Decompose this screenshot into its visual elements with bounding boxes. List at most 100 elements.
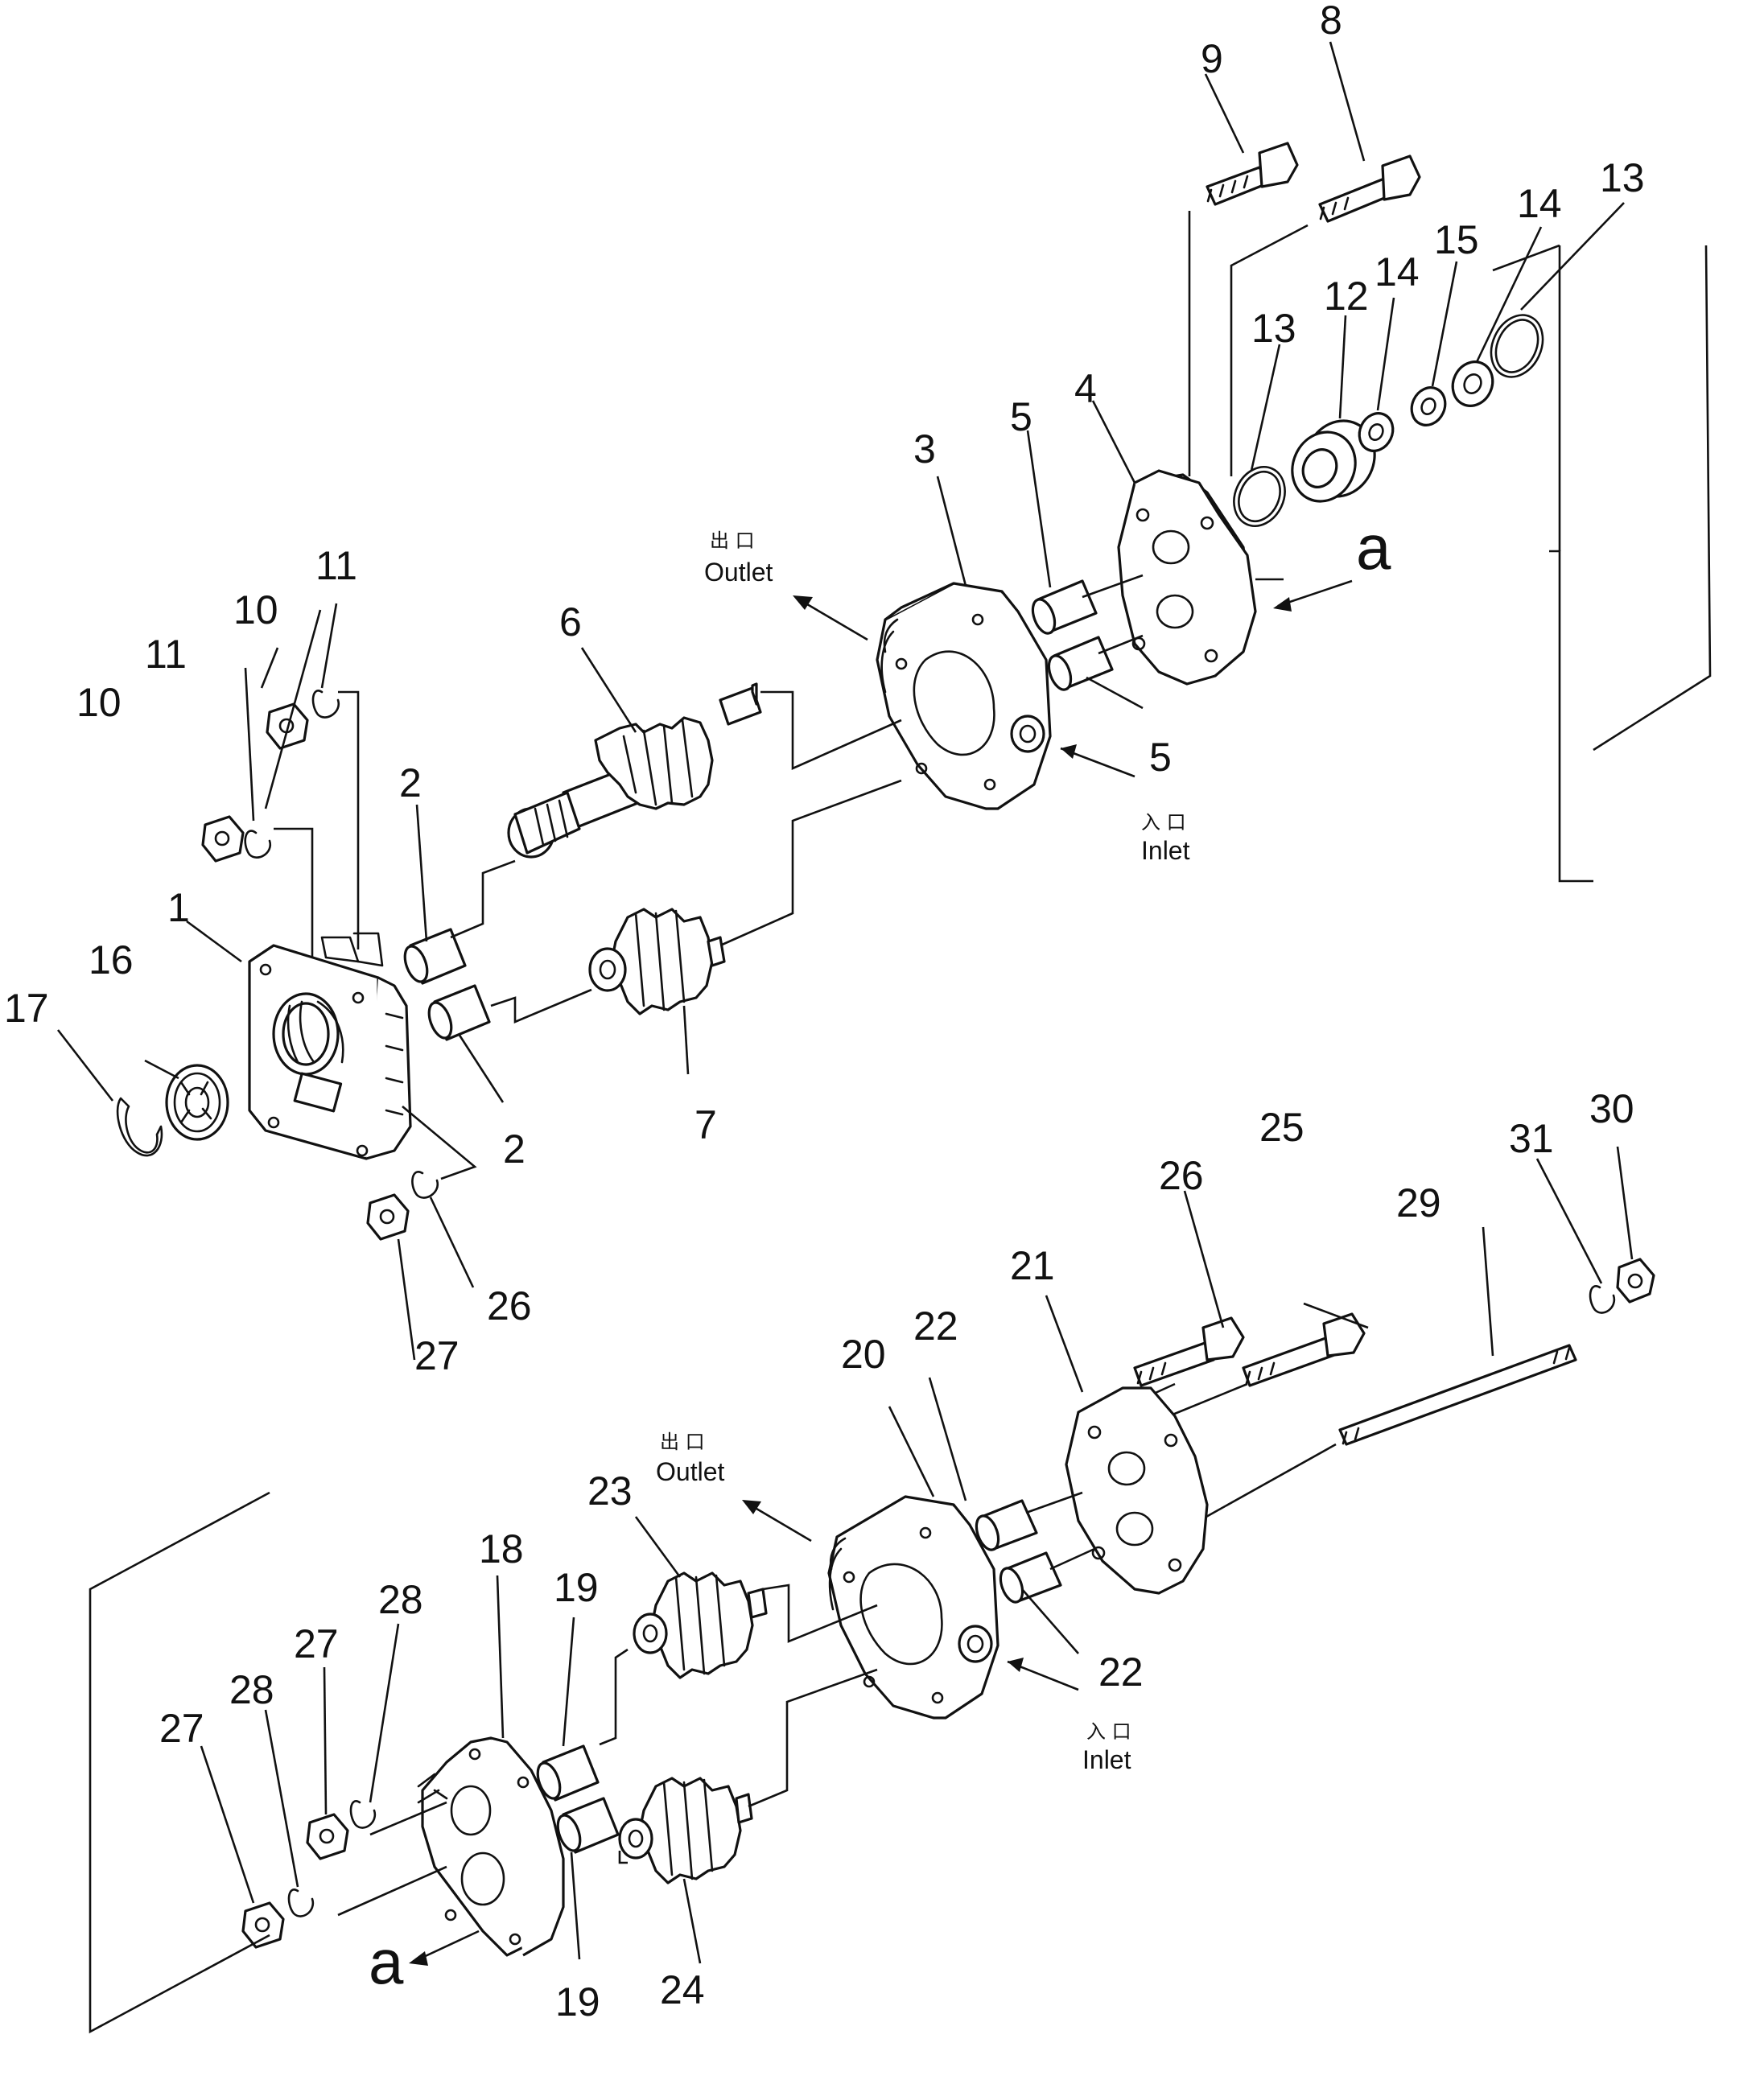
dowel-pin-5a: [1031, 579, 1098, 635]
inlet-jp-lower: 入 口: [1086, 1720, 1131, 1743]
callout-8: 8: [1320, 0, 1342, 43]
callout-27: 27: [414, 1333, 460, 1378]
callout-10a: 10: [76, 680, 122, 725]
bearing-14: [1358, 412, 1395, 452]
o-ring-13: [1233, 466, 1286, 527]
inlet-label-upper: Inlet: [1141, 836, 1190, 865]
outlet-jp-upper: 出 口: [710, 529, 755, 552]
washer-28b: [287, 1888, 315, 1917]
callout-7: 7: [694, 1102, 717, 1147]
callout-4: 4: [1074, 366, 1097, 411]
spacer-15: [1410, 386, 1447, 426]
callout-14b: 14: [1517, 181, 1562, 226]
cover-4: [1117, 469, 1257, 686]
drive-gear-6: [507, 682, 762, 859]
washer-31: [1589, 1285, 1616, 1314]
callout-11a: 11: [145, 632, 187, 677]
gear-23: [633, 1571, 768, 1679]
callout-9: 9: [1201, 36, 1223, 81]
bearing-16: [165, 1064, 229, 1141]
bolt-8: [1318, 154, 1421, 223]
nut-30: [1616, 1258, 1655, 1304]
callout-2a: 2: [399, 760, 422, 805]
callout-2b: 2: [503, 1126, 525, 1172]
bushing-2b: [427, 984, 491, 1041]
callout-6: 6: [559, 599, 582, 645]
callout-11b: 11: [315, 543, 357, 588]
callout-31: 31: [1509, 1116, 1554, 1161]
callout-15: 15: [1434, 217, 1479, 262]
bolt-9: [1206, 142, 1299, 206]
washer-11a: [244, 830, 272, 859]
view-ref-a-lower: a: [369, 1926, 404, 1997]
bearing-14b: [1451, 360, 1494, 407]
oil-seal-12: [1291, 419, 1376, 503]
callout-10b: 10: [233, 587, 278, 632]
callout-3: 3: [913, 426, 936, 472]
inlet-label-lower: Inlet: [1082, 1745, 1131, 1774]
outlet-label-lower: Outlet: [656, 1457, 724, 1486]
washer-28a: [349, 1800, 377, 1829]
callout-19a: 19: [554, 1565, 599, 1610]
dowel-pin-22a: [975, 1499, 1038, 1551]
inlet-jp-upper: 入 口: [1141, 811, 1186, 834]
bolt-26: [1133, 1316, 1245, 1387]
outlet-jp-lower: 出 口: [660, 1431, 705, 1453]
callout-22a: 22: [913, 1304, 958, 1349]
o-ring-13b: [1490, 314, 1544, 378]
callout-24: 24: [660, 1967, 705, 2012]
dowel-pin-22b: [999, 1551, 1062, 1604]
bushing-19b: [556, 1797, 620, 1854]
callout-27b: 27: [159, 1706, 204, 1751]
washer-11b: [311, 690, 340, 719]
outlet-label-upper: Outlet: [704, 558, 773, 587]
callout-28a: 28: [378, 1577, 423, 1622]
callout-13b: 13: [1600, 155, 1645, 200]
bushing-2a: [403, 928, 467, 985]
callout-25: 25: [1259, 1105, 1304, 1150]
callout-18: 18: [479, 1526, 524, 1571]
gear-24: [618, 1777, 753, 1884]
callout-29: 29: [1396, 1180, 1441, 1225]
stud-29: [1338, 1344, 1577, 1446]
bushing-19a: [536, 1744, 600, 1802]
callout-14a: 14: [1375, 249, 1420, 294]
snap-ring-17: [116, 1097, 163, 1157]
nut-27b: [241, 1901, 285, 1949]
callout-20: 20: [841, 1332, 886, 1377]
callout-23: 23: [587, 1468, 633, 1514]
callout-labels: 9 8 13 12 14 15 14 13 4 5 5 3 6 7 2 2 11…: [4, 0, 1645, 2024]
frame-line-right: [1549, 550, 1593, 883]
callout-26-lower: 26: [1159, 1153, 1204, 1198]
dowel-pin-5b: [1047, 636, 1114, 691]
callout-19b: 19: [555, 1979, 600, 2024]
nut-27a: [306, 1813, 349, 1860]
view-ref-a-upper: a: [1356, 512, 1391, 583]
callout-5b: 5: [1149, 735, 1172, 780]
callout-26: 26: [487, 1283, 532, 1328]
frame-line-left: [89, 1491, 270, 2034]
callout-17: 17: [4, 986, 49, 1031]
callout-13a: 13: [1251, 306, 1296, 351]
cover-21: [1065, 1386, 1209, 1595]
front-housing-1: [248, 932, 412, 1160]
pump-body-3: [876, 582, 1052, 810]
washer-26: [411, 1171, 439, 1199]
callout-27a: 27: [294, 1621, 339, 1666]
callout-22b: 22: [1098, 1650, 1144, 1695]
callout-30: 30: [1589, 1086, 1634, 1131]
driven-gear-7: [588, 908, 726, 1015]
callout-12: 12: [1324, 274, 1369, 319]
callout-16: 16: [89, 937, 134, 982]
upper-assembly: [116, 142, 1544, 1241]
callout-21: 21: [1010, 1243, 1055, 1288]
lower-assembly: [241, 1258, 1655, 1966]
callout-5a: 5: [1010, 394, 1032, 439]
nut-10a: [201, 815, 245, 863]
nut-27: [366, 1193, 410, 1241]
pump-body-20: [827, 1495, 999, 1720]
bolt-25: [1242, 1312, 1366, 1387]
callout-28b: 28: [229, 1667, 274, 1712]
rear-housing-18: [417, 1736, 565, 1957]
